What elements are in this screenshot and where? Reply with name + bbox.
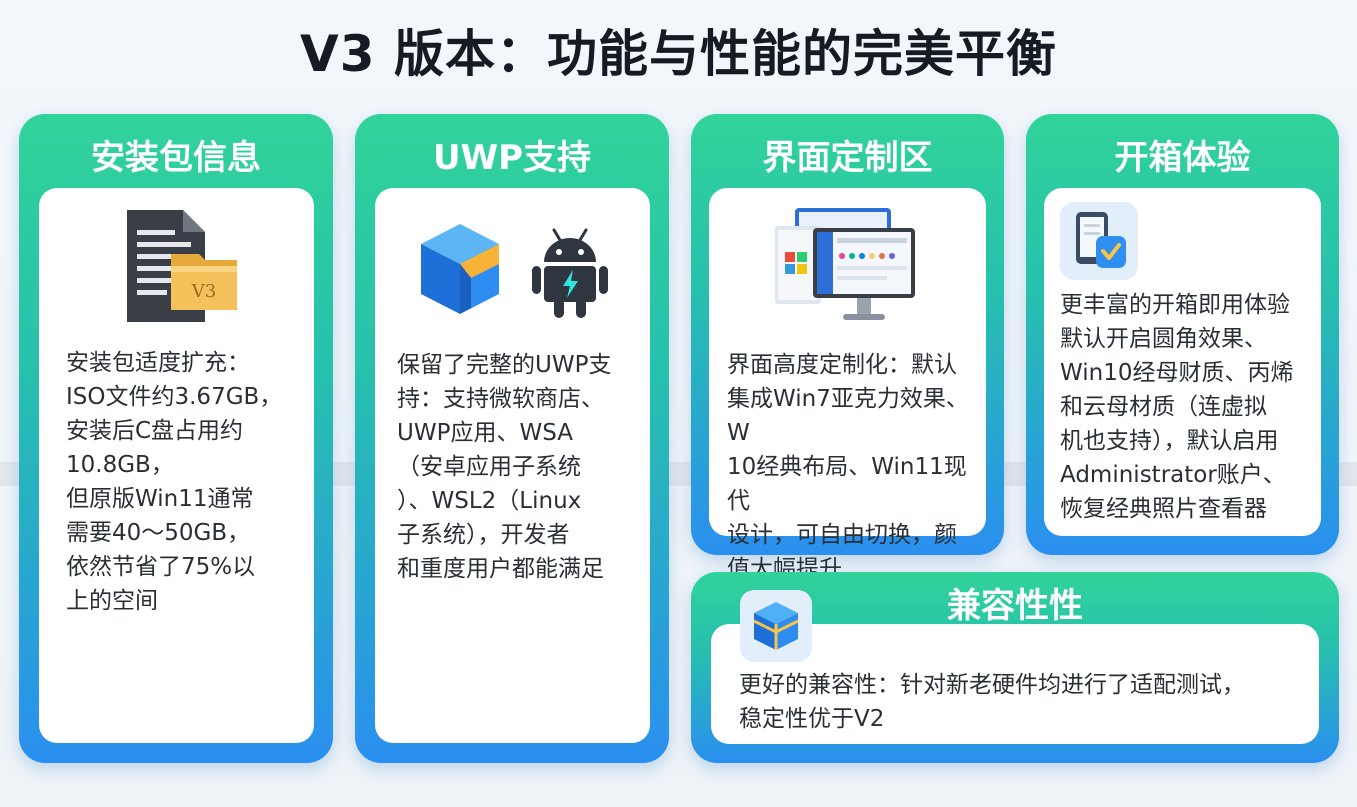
install-card: 安装包信息 V3 安装包适度扩充： ISO文件约3.67GB， 安装后C盘占用约…: [19, 114, 333, 763]
android-icon: [532, 228, 608, 318]
compat-cube-icon: [740, 590, 812, 662]
oobe-card-body: 更丰富的开箱即用体验 默认开启圆角效果、 Win10经母财质、丙烯 和云母材质（…: [1044, 188, 1321, 536]
ui-custom-card-body: 界面高度定制化：默认 集成Win7亚克力效果、W 10经典布局、Win11现代 …: [709, 188, 986, 582]
ui-custom-card-title: 界面定制区: [762, 138, 933, 178]
ui-custom-card: 界面定制区 界面高度定制化：默认 集成Win7亚克力效果、: [691, 114, 1004, 582]
install-card-body: V3 安装包适度扩充： ISO文件约3.67GB， 安装后C盘占用约 10.8G…: [39, 188, 314, 743]
compat-card-body: 更好的兼容性：针对新老硬件均进行了适配测试， 稳定性优于V2: [711, 624, 1319, 744]
compat-card-text: 更好的兼容性：针对新老硬件均进行了适配测试， 稳定性优于V2: [739, 672, 1245, 732]
install-card-title: 安装包信息: [91, 138, 261, 178]
desktop-ui-icon: [775, 208, 915, 320]
tablet-check-icon: [1060, 202, 1138, 280]
oobe-card-title: 开箱体验: [1114, 138, 1251, 178]
document-archive-icon: V3: [127, 210, 237, 322]
ui-custom-card-text: 界面高度定制化：默认 集成Win7亚克力效果、W 10经典布局、Win11现代 …: [727, 352, 969, 582]
page-title: V3 版本：功能与性能的完美平衡: [300, 25, 1057, 83]
compat-card: 兼容性性 更好的兼容性：针对新老硬件均进行了适配测试， 稳定性优于V2: [691, 572, 1339, 763]
uwp-card-title: UWP支持: [432, 138, 592, 178]
uwp-cube-icon: [421, 224, 499, 314]
uwp-card-body: 保留了完整的UWP支 持：支持微软商店、 UWP应用、WSA （安卓应用子系统 …: [375, 188, 650, 743]
folder-label: V3: [191, 281, 216, 302]
compat-card-title: 兼容性性: [947, 586, 1083, 626]
oobe-card: 开箱体验 更丰富的开箱即用体验 默认开启圆角效果、 Win10经母财质、丙烯 和…: [1026, 114, 1339, 555]
uwp-card-text: 保留了完整的UWP支 持：支持微软商店、 UWP应用、WSA （安卓应用子系统 …: [397, 352, 612, 582]
install-card-text: 安装包适度扩充： ISO文件约3.67GB， 安装后C盘占用约 10.8GB， …: [66, 350, 283, 614]
oobe-card-text: 更丰富的开箱即用体验 默认开启圆角效果、 Win10经母财质、丙烯 和云母材质（…: [1060, 292, 1294, 522]
uwp-card: UWP支持 保留了完整的UWP支 持：支持微软商店、 UWP应用、WSA （安卓…: [355, 114, 669, 763]
